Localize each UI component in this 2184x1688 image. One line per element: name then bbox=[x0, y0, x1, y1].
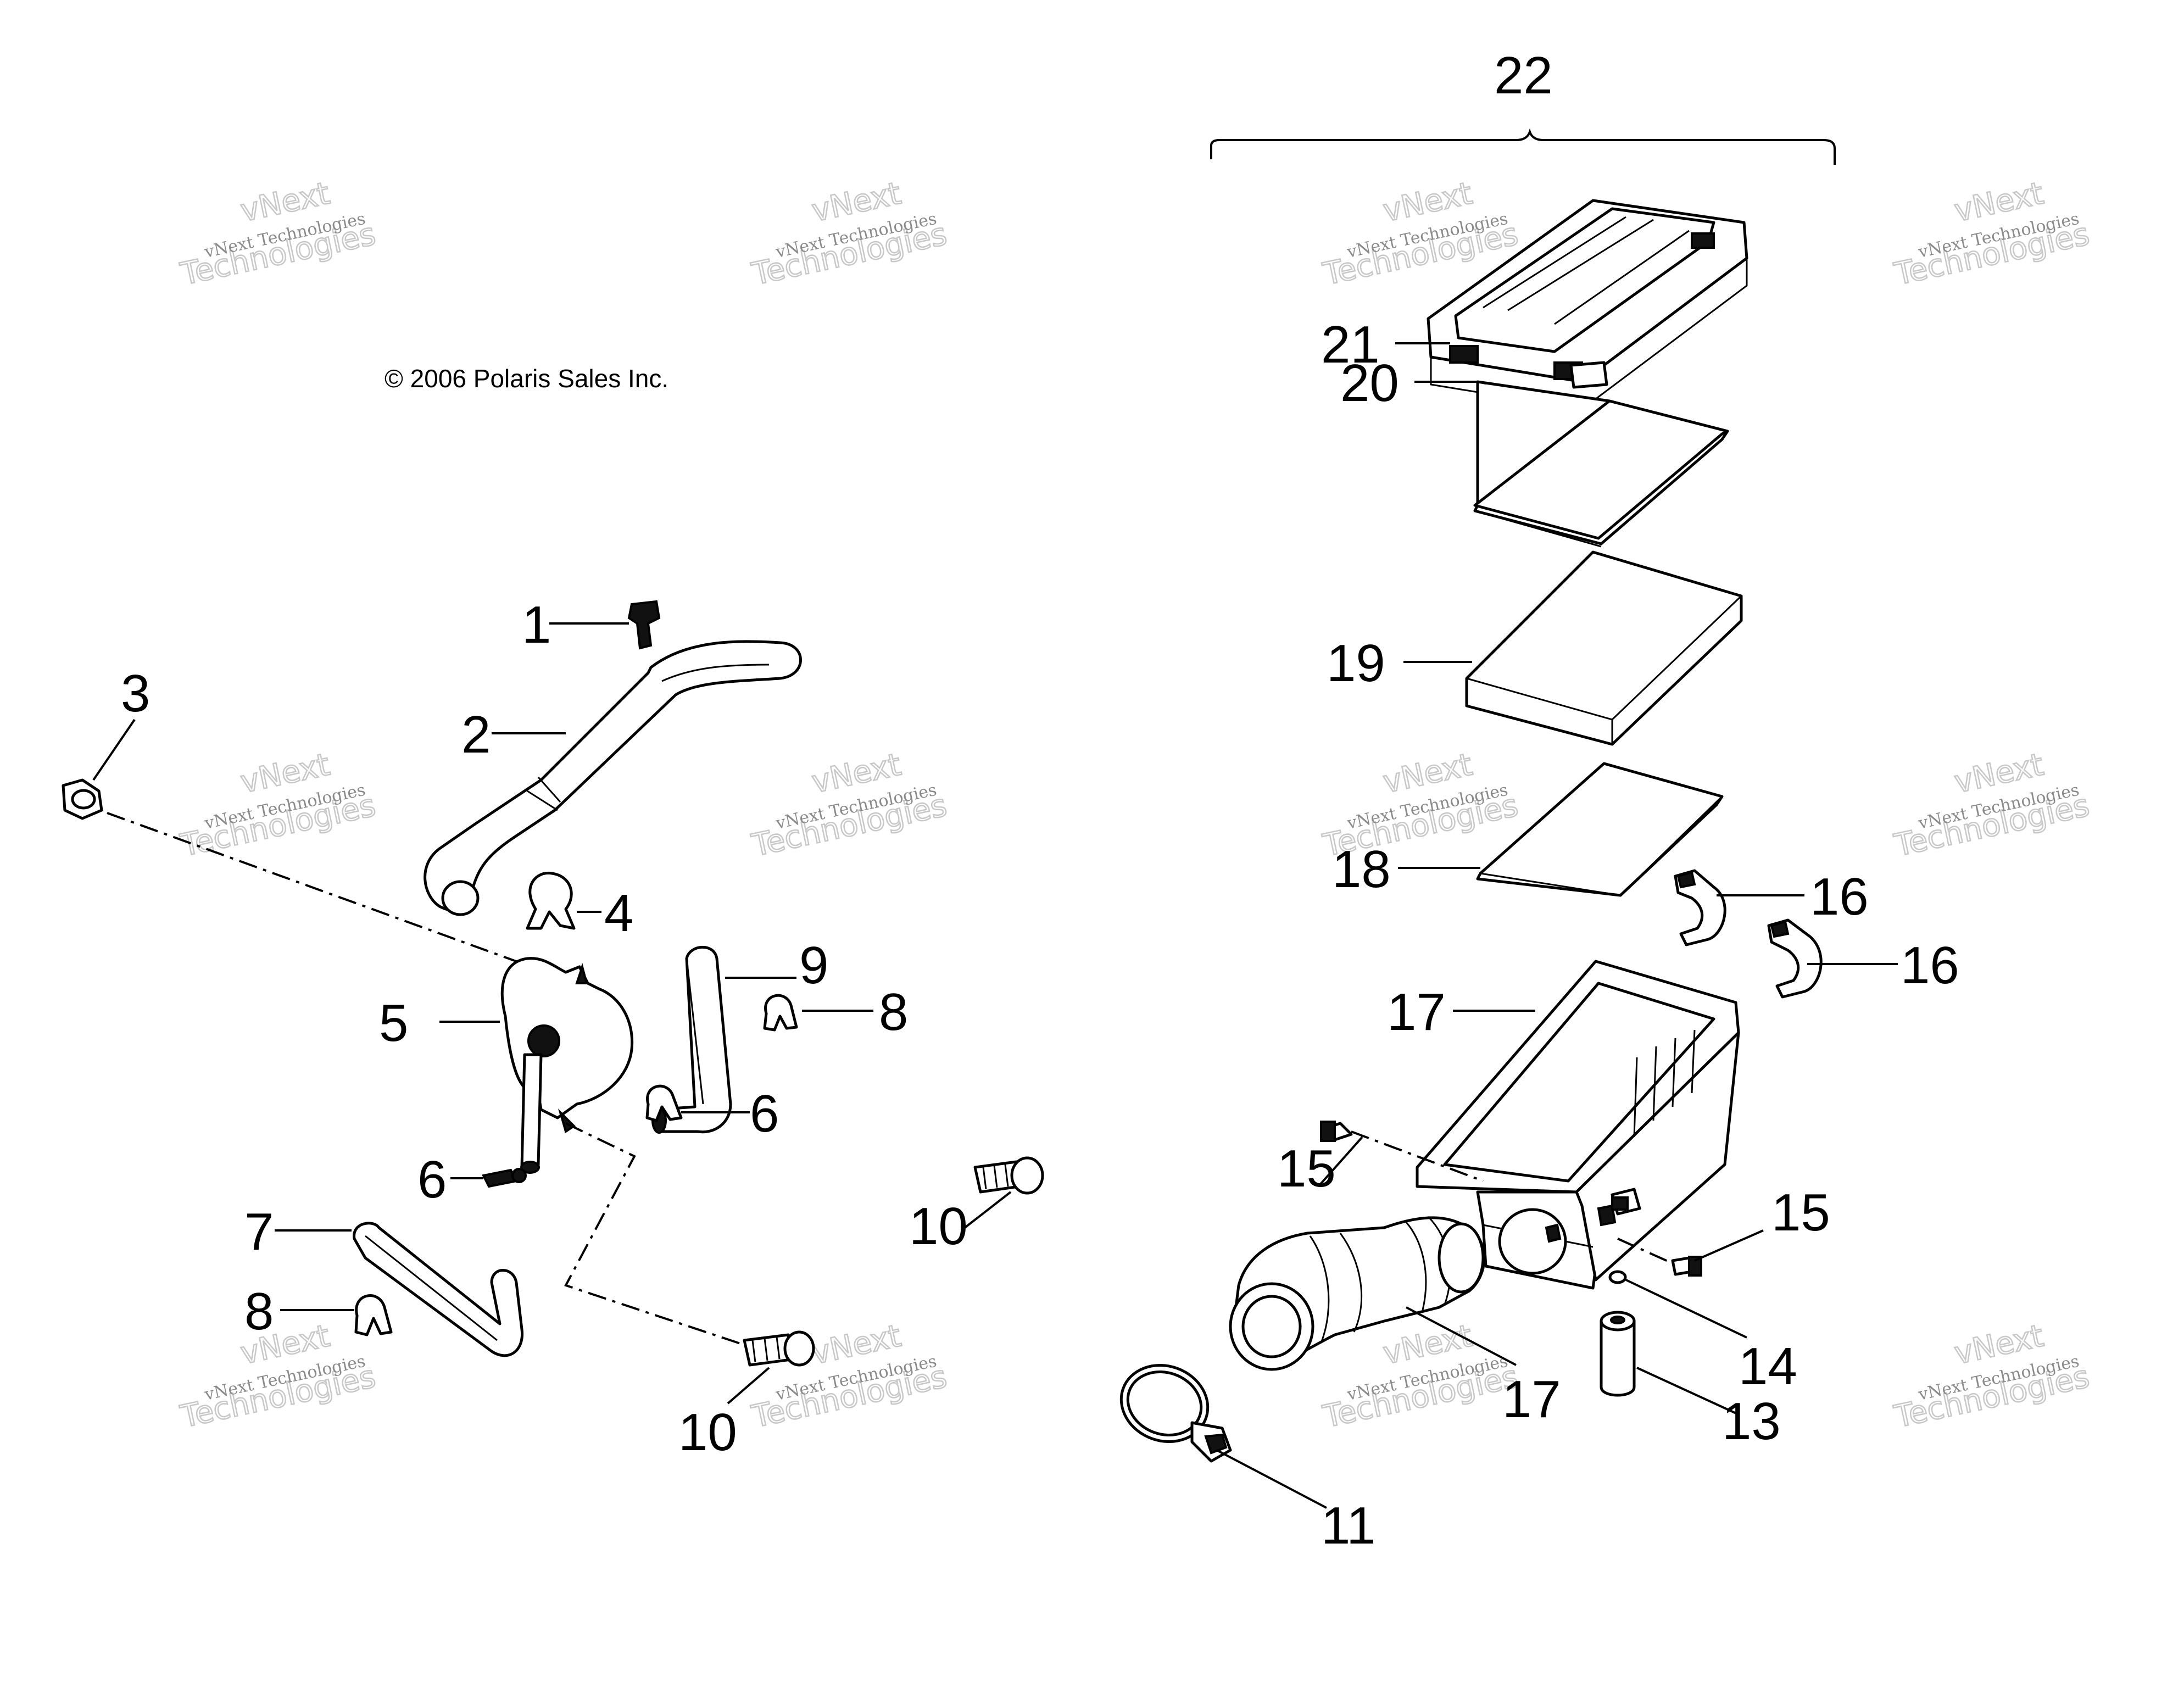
callout-11: 11 bbox=[1321, 1496, 1376, 1555]
callout-3: 3 bbox=[121, 664, 150, 723]
callout-6a: 6 bbox=[750, 1084, 779, 1143]
callout-6b: 6 bbox=[417, 1150, 447, 1209]
watermark: vNext Technologies vNext Technologies bbox=[1891, 175, 2093, 293]
watermarks: vNext Technologies vNext Technologies vN… bbox=[177, 175, 2093, 1435]
leader-10b bbox=[727, 1367, 770, 1405]
leader-15a bbox=[1317, 1136, 1363, 1188]
callout-2: 2 bbox=[461, 705, 491, 764]
leader-13 bbox=[1636, 1367, 1739, 1416]
callout-7: 7 bbox=[244, 1202, 274, 1261]
watermark: vNext Technologies vNext Technologies bbox=[1891, 746, 2093, 864]
bracket-22 bbox=[1210, 128, 1836, 165]
part-7-hose bbox=[353, 1222, 524, 1357]
callout-10b: 10 bbox=[678, 1403, 737, 1462]
watermark: vNext Technologies vNext Technologies bbox=[748, 1317, 951, 1435]
callout-21: 21 bbox=[1321, 315, 1380, 374]
part-13-drain-tube bbox=[1600, 1311, 1636, 1397]
part-3-nut bbox=[62, 778, 103, 820]
callout-10a: 10 bbox=[909, 1197, 968, 1256]
centerline-15a bbox=[1351, 1130, 1484, 1182]
copyright-text: © 2006 Polaris Sales Inc. bbox=[385, 364, 668, 393]
part-14-ring bbox=[1608, 1270, 1627, 1284]
part-16-clip-upper bbox=[1674, 869, 1726, 946]
callout-18: 18 bbox=[1332, 840, 1391, 899]
callout-8b: 8 bbox=[244, 1282, 274, 1341]
callout-14: 14 bbox=[1739, 1337, 1797, 1396]
part-10-bolt-lower bbox=[743, 1330, 815, 1367]
leader-10a bbox=[960, 1191, 1012, 1232]
leader-20-tip bbox=[1477, 381, 1486, 385]
leader-15b bbox=[1694, 1229, 1764, 1262]
part-1-clip bbox=[627, 600, 661, 650]
callout-16b: 16 bbox=[1901, 936, 1959, 995]
callout-15b: 15 bbox=[1771, 1183, 1830, 1242]
part-2-hose bbox=[424, 640, 802, 916]
part-18-gasket bbox=[1476, 762, 1724, 897]
watermark: vNext Technologies vNext Technologies bbox=[177, 175, 380, 293]
callout-13: 13 bbox=[1722, 1392, 1781, 1451]
part-6-clip-lower bbox=[482, 1168, 527, 1188]
callout-20: 20 bbox=[1340, 354, 1399, 413]
callout-1: 1 bbox=[522, 595, 551, 654]
part-4-clamp bbox=[526, 871, 576, 930]
leader-11 bbox=[1216, 1449, 1327, 1509]
part-15-screw-upper bbox=[1320, 1121, 1353, 1142]
callout-22: 22 bbox=[1494, 46, 1553, 105]
leader-3 bbox=[92, 718, 136, 781]
callout-4: 4 bbox=[604, 884, 633, 943]
callout-8a: 8 bbox=[879, 983, 908, 1041]
part-5-housing bbox=[500, 957, 634, 1174]
part-10-bolt-upper bbox=[973, 1156, 1044, 1195]
callout-16a: 16 bbox=[1810, 867, 1869, 926]
part-17-intake-boot bbox=[1229, 1216, 1486, 1371]
callout-17b: 17 bbox=[1502, 1370, 1561, 1429]
part-8-clamp-upper bbox=[763, 994, 798, 1032]
watermark: vNext Technologies vNext Technologies bbox=[1891, 1317, 2093, 1435]
part-6-clamp-upper bbox=[645, 1084, 683, 1122]
callout-5: 5 bbox=[379, 994, 408, 1052]
centerline-nut bbox=[107, 812, 577, 984]
watermark: vNext Technologies vNext Technologies bbox=[748, 746, 951, 864]
part-15-screw-lower bbox=[1671, 1256, 1702, 1277]
callout-19: 19 bbox=[1327, 634, 1385, 693]
watermark: vNext Technologies vNext Technologies bbox=[177, 746, 380, 864]
part-19-filter-element bbox=[1465, 550, 1743, 746]
leader-17b bbox=[1406, 1306, 1517, 1366]
leader-14 bbox=[1625, 1279, 1747, 1339]
callout-17a: 17 bbox=[1387, 983, 1446, 1041]
part-8-clamp-lower bbox=[354, 1294, 393, 1336]
watermark: vNext Technologies vNext Technologies bbox=[748, 175, 951, 293]
part-20-filter-screen bbox=[1473, 380, 1729, 548]
callout-15a: 15 bbox=[1277, 1139, 1336, 1198]
centerline-bolt bbox=[564, 1122, 764, 1352]
part-21-airbox-lid bbox=[1427, 199, 1748, 410]
part-11-hose-clamp bbox=[1119, 1363, 1232, 1463]
centerline-15b bbox=[1617, 1238, 1673, 1264]
part-16-clip-lower bbox=[1767, 918, 1823, 999]
part-17-airbox-base bbox=[1416, 960, 1740, 1290]
callout-9: 9 bbox=[799, 936, 828, 995]
